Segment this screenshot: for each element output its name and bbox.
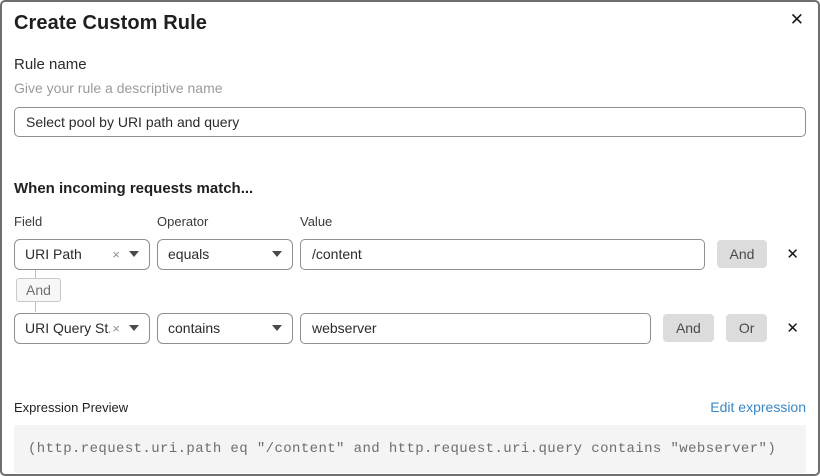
condition-row: URI Query St... × contains And Or ✕ [14, 312, 806, 344]
rule-name-label: Rule name [14, 56, 87, 73]
rule-name-helper-text: Give your rule a descriptive name [14, 80, 223, 96]
operator-select[interactable]: equals [157, 238, 293, 270]
connector-and-badge: And [16, 278, 61, 302]
page-title: Create Custom Rule [14, 12, 207, 34]
operator-select-value: contains [168, 320, 221, 336]
value-input[interactable] [300, 312, 651, 344]
field-select-value: URI Path [25, 246, 82, 262]
value-column-label: Value [300, 214, 333, 229]
and-button[interactable]: And [716, 240, 768, 268]
column-labels: Field Operator Value [14, 214, 806, 229]
chevron-down-icon [129, 251, 139, 257]
field-select-value: URI Query St... [25, 320, 110, 336]
connector-line [35, 302, 36, 312]
delete-row-icon[interactable]: ✕ [786, 320, 799, 337]
match-section-heading: When incoming requests match... [14, 180, 254, 197]
expression-preview-label: Expression Preview [14, 400, 129, 415]
and-button[interactable]: And [662, 314, 714, 342]
edit-expression-link[interactable]: Edit expression [710, 399, 806, 415]
and-connector: And [14, 270, 806, 312]
expression-code: (http.request.uri.path eq "/content" and… [14, 425, 806, 473]
field-select[interactable]: URI Path × [14, 238, 150, 270]
value-input[interactable] [300, 238, 705, 270]
chevron-down-icon [272, 325, 282, 331]
clear-icon[interactable]: × [112, 320, 120, 336]
condition-row: URI Path × equals And ✕ [14, 238, 806, 270]
rule-name-input[interactable] [14, 107, 806, 137]
chevron-down-icon [272, 251, 282, 257]
field-select[interactable]: URI Query St... × [14, 312, 150, 344]
clear-icon[interactable]: × [112, 246, 120, 262]
or-button[interactable]: Or [725, 314, 768, 342]
expression-preview-header: Expression Preview Edit expression [14, 399, 806, 415]
close-icon[interactable]: ✕ [789, 10, 804, 29]
connector-line [35, 270, 36, 278]
chevron-down-icon [129, 325, 139, 331]
operator-select[interactable]: contains [157, 312, 293, 344]
operator-select-value: equals [168, 246, 210, 262]
delete-row-icon[interactable]: ✕ [786, 246, 799, 263]
operator-column-label: Operator [157, 214, 209, 229]
field-column-label: Field [14, 214, 43, 229]
